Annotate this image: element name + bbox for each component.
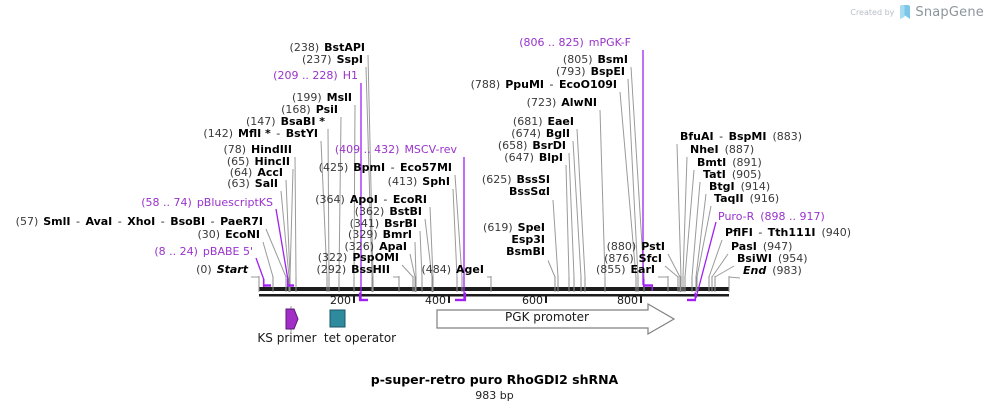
leader-sfci	[664, 265, 679, 278]
leader-bsabi	[327, 128, 330, 278]
leader-acci	[285, 179, 291, 278]
leader-bsssi	[552, 199, 559, 278]
leader-ppumi	[619, 91, 637, 278]
sequence-bar-top	[259, 287, 729, 291]
plasmid-length: 983 bp	[475, 389, 514, 402]
watermark: Created by SnapGene	[850, 5, 984, 20]
created-by-text: Created by	[850, 8, 895, 17]
leader-nhei	[682, 156, 688, 278]
brand-text: SnapGene	[915, 5, 984, 20]
leader-apoi	[429, 206, 434, 278]
leader-psti	[667, 253, 681, 278]
leader-pasi	[711, 253, 729, 278]
leader-bspei	[627, 78, 639, 278]
leader-end	[728, 276, 741, 279]
leader-msli	[353, 104, 356, 278]
title-block: p-super-retro puro RhoGDI2 shRNA 983 bp	[0, 372, 989, 402]
leader-bfuai	[676, 143, 682, 278]
leader-apai	[409, 253, 416, 278]
leader-bmti	[684, 169, 695, 278]
primer-leader-puro-r	[695, 221, 717, 299]
primer-leader-pbabe-5	[255, 257, 265, 281]
leader-bsmi	[630, 66, 645, 278]
leader-bstapi	[367, 54, 374, 278]
feature-shape-ks-primer	[285, 308, 299, 330]
leader-tati	[691, 181, 701, 278]
leader-taqii	[696, 205, 712, 278]
leader-alwni	[599, 109, 606, 278]
leader-psii	[338, 116, 342, 278]
leader-sphi	[452, 188, 458, 278]
feature-shape-pgk-promoter	[436, 302, 676, 336]
feature-shape-tet-operator	[329, 309, 346, 328]
plasmid-title: p-super-retro puro RhoGDI2 shRNA	[370, 372, 619, 387]
leader-hindiii	[294, 156, 297, 278]
leader-bsrbi	[419, 230, 423, 278]
leader-smli	[265, 228, 287, 278]
primer-leader-pbluescriptks	[275, 208, 289, 281]
leader-hincii	[289, 168, 294, 278]
leader-mfli	[320, 140, 328, 278]
snapgene-logo-icon	[900, 5, 911, 19]
leader-bsiwi	[714, 265, 735, 278]
sequence-bar-bottom	[259, 294, 729, 297]
leader-eaei	[576, 128, 586, 278]
leader-bmri	[414, 241, 417, 278]
leader-sali	[280, 190, 290, 278]
leader-bgli	[572, 140, 582, 278]
leader-pflfi	[708, 239, 723, 278]
leader-econi	[262, 241, 274, 278]
leader-blpi	[565, 164, 570, 278]
leader-spei	[547, 260, 556, 278]
leader-bsrdi	[568, 152, 575, 278]
leader-sspi	[365, 66, 373, 278]
leader-pspomi	[401, 264, 414, 278]
leader-bstbi	[424, 218, 433, 278]
leader-bpmi	[454, 174, 463, 278]
leader-btgi	[695, 193, 707, 278]
